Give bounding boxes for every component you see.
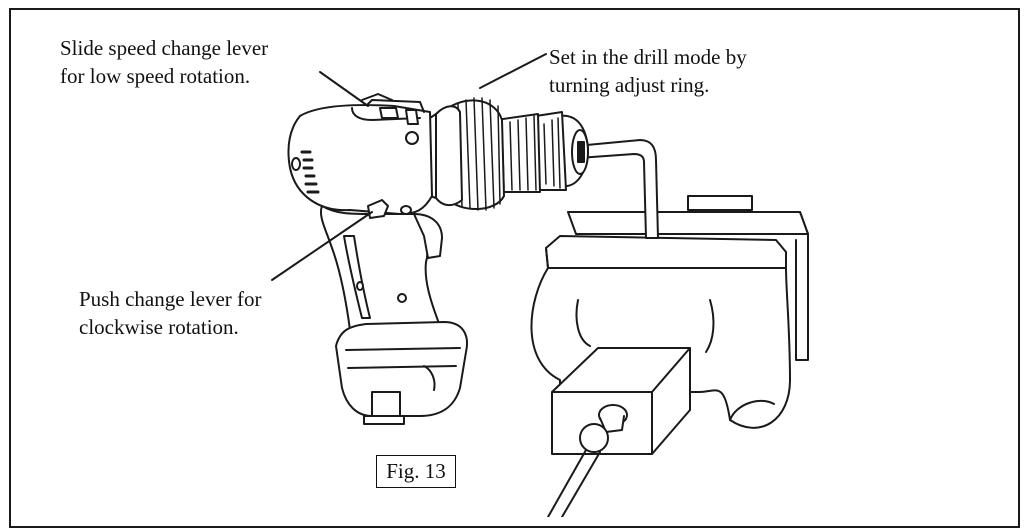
push-lever-caption-line2: clockwise rotation. [79,315,239,339]
drill-mode-caption-line2: turning adjust ring. [549,73,710,97]
speed-lever-caption: Slide speed change lever for low speed r… [60,34,268,90]
speed-lever-caption-line2: for low speed rotation. [60,64,251,88]
cordless-drill [287,93,589,425]
drill-mode-leader [479,53,547,89]
push-lever-leader [271,211,373,281]
speed-lever-leader [319,71,369,107]
push-lever-caption: Push change lever for clockwise rotation… [79,285,262,341]
speed-lever-caption-line1: Slide speed change lever [60,36,269,60]
push-lever-caption-line1: Push change lever for [79,287,262,311]
leader-lines [271,53,547,281]
drill-vise-illustration [271,53,809,517]
bench-vise [530,195,809,517]
drill-mode-caption: Set in the drill mode by turning adjust … [549,43,747,99]
drill-mode-caption-line1: Set in the drill mode by [549,45,747,69]
figure-frame [9,8,1020,528]
figure-label: Fig. 13 [376,455,456,488]
